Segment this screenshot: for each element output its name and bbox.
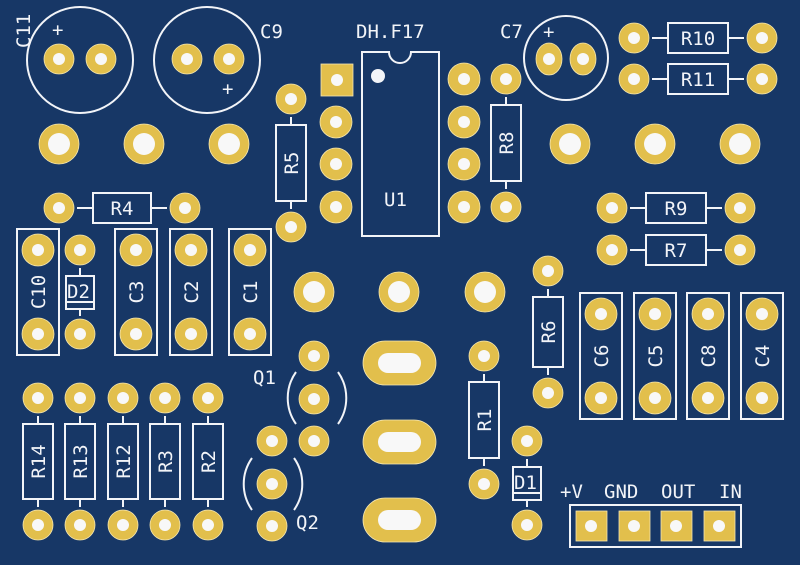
- resistor-r5[interactable]: R5: [275, 83, 307, 243]
- resistor-r11[interactable]: R11: [618, 63, 778, 95]
- connector-label-v: +V: [560, 481, 583, 503]
- resistor-label: R1: [474, 409, 496, 432]
- polarity-mark: +: [543, 21, 554, 43]
- resistor-label: R3: [155, 450, 177, 473]
- cap-label: C11: [13, 14, 35, 48]
- cap-label: C4: [752, 345, 774, 368]
- resistor-r1[interactable]: R1: [468, 340, 500, 500]
- transistor-label: Q1: [253, 367, 276, 389]
- diode-d1[interactable]: D1: [511, 425, 543, 541]
- ic-u1[interactable]: U1: [319, 51, 481, 237]
- cap-label: C1: [240, 281, 262, 304]
- resistor-r2[interactable]: R2: [192, 382, 224, 541]
- resistor-r8[interactable]: R8: [490, 63, 522, 223]
- resistor-r12[interactable]: R12: [107, 382, 139, 541]
- cap-label: C8: [698, 345, 720, 368]
- ic-label: U1: [384, 189, 407, 211]
- film-cap-c3[interactable]: C3: [114, 228, 158, 356]
- cap-label: C3: [126, 281, 148, 304]
- slot-pads: [362, 340, 437, 543]
- resistor-label: R8: [496, 132, 518, 155]
- resistor-label: R10: [681, 28, 715, 50]
- electrolytic-cap-c7[interactable]: C7 +: [500, 15, 609, 101]
- cap-label: C10: [28, 275, 50, 309]
- transistor-q2[interactable]: Q2: [242, 425, 319, 542]
- film-cap-c2[interactable]: C2: [169, 228, 213, 356]
- transistor-q1[interactable]: Q1: [253, 340, 348, 457]
- resistor-label: R14: [28, 444, 50, 478]
- resistor-r14[interactable]: R14: [22, 382, 54, 541]
- pad-row-left: [38, 123, 250, 165]
- diode-label: D1: [514, 472, 537, 494]
- pad-row-right: [549, 123, 761, 165]
- diode-d2[interactable]: D2: [64, 234, 96, 350]
- resistor-label: R13: [70, 444, 92, 478]
- cap-label: C7: [500, 21, 523, 43]
- resistor-label: R12: [113, 444, 135, 478]
- diode-label: D2: [67, 281, 90, 303]
- connector-label-out: OUT: [661, 481, 695, 503]
- cap-label: C2: [181, 281, 203, 304]
- pad-row-center: [293, 271, 506, 313]
- resistor-r10[interactable]: R10: [618, 22, 778, 54]
- electrolytic-cap-c9[interactable]: C9 +: [153, 6, 283, 114]
- film-cap-c6[interactable]: C6: [579, 292, 623, 420]
- transistor-label: Q2: [296, 512, 319, 534]
- film-cap-c10[interactable]: C10: [16, 228, 60, 356]
- connector-label-in: IN: [719, 481, 742, 503]
- resistor-r6[interactable]: R6: [532, 255, 564, 409]
- resistor-label: R7: [665, 240, 688, 262]
- io-connector[interactable]: +V GND OUT IN: [560, 481, 742, 548]
- resistor-label: R5: [281, 152, 303, 175]
- cap-label: C5: [645, 345, 667, 368]
- resistor-label: R9: [665, 198, 688, 220]
- resistor-label: R4: [111, 198, 134, 220]
- board-title: DH.F17: [356, 21, 425, 43]
- resistor-r4[interactable]: R4: [43, 192, 201, 224]
- film-cap-c5[interactable]: C5: [633, 292, 677, 420]
- resistor-r13[interactable]: R13: [64, 382, 96, 541]
- connector-label-gnd: GND: [604, 481, 638, 503]
- polarity-mark: +: [222, 78, 233, 100]
- resistor-r9[interactable]: R9: [596, 192, 756, 224]
- film-cap-c4[interactable]: C4: [740, 292, 784, 420]
- resistor-label: R6: [538, 321, 560, 344]
- resistor-r7[interactable]: R7: [596, 234, 756, 266]
- pin1-marker: [371, 69, 385, 83]
- polarity-mark: +: [52, 19, 63, 41]
- resistor-label: R2: [198, 450, 220, 473]
- cap-label: C9: [260, 21, 283, 43]
- resistor-label: R11: [681, 69, 715, 91]
- cap-label: C6: [591, 345, 613, 368]
- film-cap-c8[interactable]: C8: [686, 292, 730, 420]
- film-cap-c1[interactable]: C1: [228, 228, 272, 356]
- electrolytic-cap-c11[interactable]: C11 +: [13, 6, 134, 114]
- resistor-r3[interactable]: R3: [149, 382, 181, 541]
